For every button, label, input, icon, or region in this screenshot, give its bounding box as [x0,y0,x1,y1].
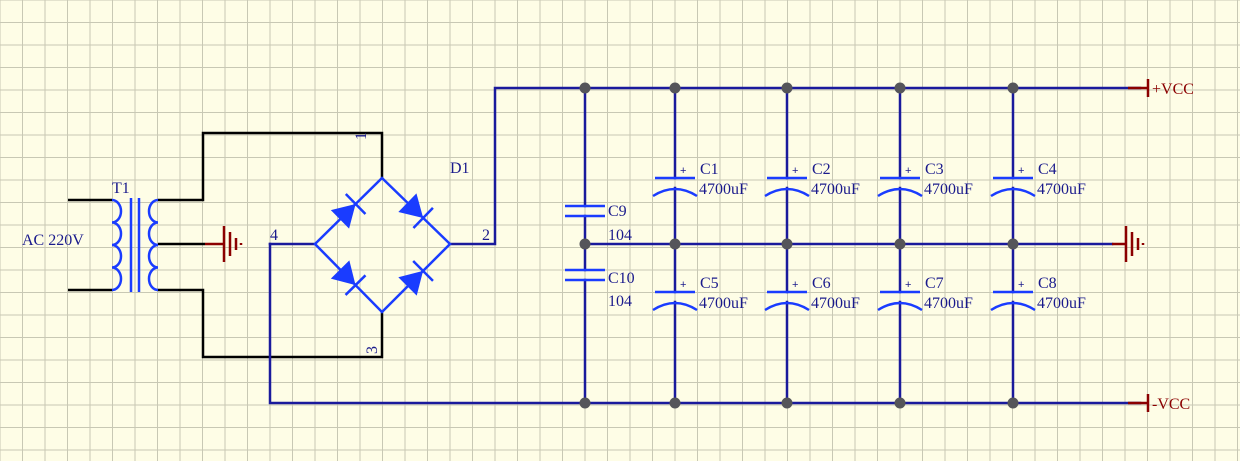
secondary-winding-icon [147,198,159,292]
bridge-rectifier-d1 [313,176,452,314]
diode-icon [330,193,367,229]
polarity-plus-icon: + [905,165,911,177]
bridge-pin-1-label: 1 [353,132,370,140]
film-capacitor-c9 [565,204,605,218]
junction-dot [781,397,793,409]
junction-dot [579,397,591,409]
bridge-pin-3-label: 3 [364,346,381,354]
c10-value-label: 104 [608,293,632,310]
polarity-plus-icon: + [680,165,686,177]
electrolytic-capacitor-c2: + C2 4700uF [764,161,860,198]
c1-value-label: 4700uF [699,181,748,198]
c9-value-label: 104 [608,227,632,244]
junction-dot [669,397,681,409]
junction-dot [1007,238,1019,250]
junction-dot [579,238,591,250]
polarity-plus-icon: + [1018,165,1024,177]
polarity-plus-icon: + [1018,279,1024,291]
junction-dot [1007,397,1019,409]
junctions [579,82,1019,409]
junction-dot [579,82,591,94]
c7-ref-label: C7 [925,275,944,292]
diode-icon [330,260,367,296]
power-port-positive [1128,79,1150,97]
c1-ref-label: C1 [700,161,719,178]
secondary-top-lead [158,131,384,202]
c9-ref-label: C9 [608,203,627,220]
primary-winding-icon [111,198,123,292]
polarity-plus-icon: + [792,279,798,291]
c4-ref-label: C4 [1038,161,1057,178]
junction-dot [669,238,681,250]
negative-rail-label: -VCC [1152,396,1190,413]
c10-ref-label: C10 [608,270,635,287]
junction-dot [894,397,906,409]
secondary-bottom-lead [158,288,384,359]
c5-ref-label: C5 [700,275,719,292]
junction-dot [894,82,906,94]
electrolytic-capacitor-c3: + C3 4700uF [877,161,973,198]
polarity-plus-icon: + [680,279,686,291]
diode-icon [398,193,434,229]
ground-symbol-output [1112,226,1145,262]
transformer-t1 [111,198,159,292]
c5-value-label: 4700uF [699,295,748,312]
c8-ref-label: C8 [1038,275,1057,292]
bridge-negative-wire [268,242,1142,405]
polarity-plus-icon: + [792,165,798,177]
bridge-outline [313,176,452,314]
electrolytic-capacitor-c1: + C1 4700uF [652,161,748,198]
c2-ref-label: C2 [812,161,831,178]
transformer-ref-label: T1 [112,180,130,197]
junction-dot [1007,82,1019,94]
bridge-ref-label: D1 [450,160,470,177]
electrolytic-capacitor-c8: + C8 4700uF [990,275,1086,312]
ground-symbol-transformer [205,226,243,262]
c2-value-label: 4700uF [811,181,860,198]
c6-value-label: 4700uF [811,295,860,312]
c3-ref-label: C3 [925,161,944,178]
power-port-negative [1128,394,1150,412]
bridge-pin-4-label: 4 [270,227,278,244]
polarity-plus-icon: + [905,279,911,291]
diode-icon [398,260,434,296]
junction-dot [781,238,793,250]
c4-value-label: 4700uF [1037,181,1086,198]
electrolytic-capacitor-c4: + C4 4700uF [990,161,1086,198]
transformer-core-icon [129,198,141,292]
electrolytic-capacitor-c5: + C5 4700uF [652,275,748,312]
bridge-pin-2-label: 2 [482,227,490,244]
wires [68,86,1142,405]
c7-value-label: 4700uF [924,295,973,312]
positive-rail-label: +VCC [1152,81,1194,98]
electrolytic-capacitor-c6: + C6 4700uF [764,275,860,312]
c3-value-label: 4700uF [924,181,973,198]
c6-ref-label: C6 [812,275,831,292]
electrolytic-capacitor-c7: + C7 4700uF [877,275,973,312]
junction-dot [781,82,793,94]
c8-value-label: 4700uF [1037,295,1086,312]
film-capacitor-c10 [565,268,605,282]
junction-dot [894,238,906,250]
junction-dot [669,82,681,94]
ac-source-label: AC 220V [22,232,84,249]
bridge-positive-wire [448,86,1142,246]
